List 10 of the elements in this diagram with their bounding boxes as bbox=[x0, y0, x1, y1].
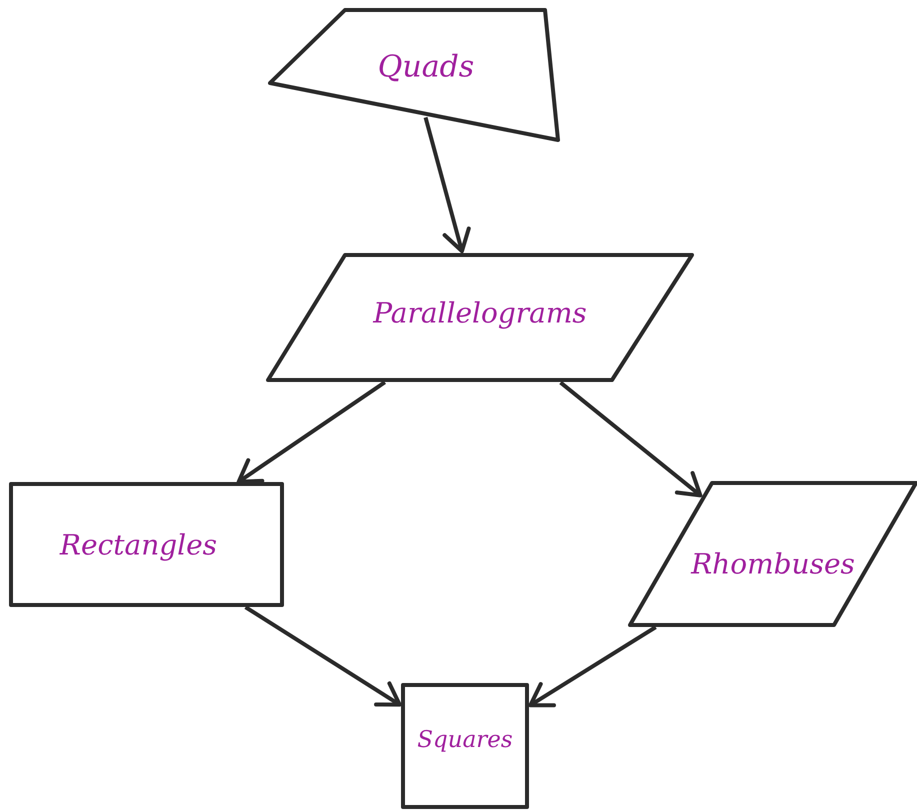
node-label: Squares bbox=[417, 727, 513, 753]
node-label: Quads bbox=[378, 50, 474, 84]
arrow bbox=[244, 605, 402, 707]
arrow bbox=[424, 116, 471, 254]
node-label: Rhombuses bbox=[691, 548, 855, 580]
arrow bbox=[236, 380, 386, 484]
node-label: Rectangles bbox=[60, 528, 218, 561]
arrow bbox=[528, 625, 657, 708]
arrow bbox=[559, 380, 702, 498]
node-label: Parallelograms bbox=[373, 296, 587, 329]
